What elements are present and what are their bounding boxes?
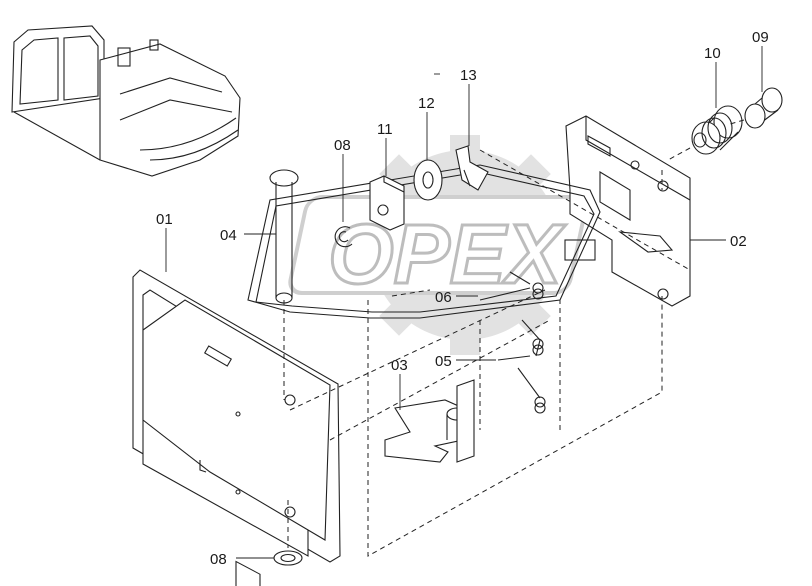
label-part-05: 05 bbox=[435, 353, 452, 370]
watermark-text: OPEX bbox=[328, 207, 566, 301]
watermark-logo: OPEX bbox=[288, 135, 588, 355]
label-part-12: 12 bbox=[418, 95, 435, 112]
label-part-01: 01 bbox=[156, 211, 173, 228]
part-09-key bbox=[729, 87, 783, 129]
part-05-spring bbox=[497, 319, 546, 414]
part-04-pin bbox=[269, 169, 299, 400]
label-part-11: 11 bbox=[377, 121, 393, 138]
label-part-09: 09 bbox=[752, 29, 769, 46]
excavator-icon bbox=[11, 25, 241, 177]
part-03-latch bbox=[384, 379, 475, 463]
label-part-08-top: 08 bbox=[334, 137, 351, 154]
part-13-clip bbox=[455, 145, 489, 191]
part-08-ering-top bbox=[334, 226, 353, 248]
part-labels: 01 02 03 04 05 06 08 08 09 10 11 12 13 bbox=[156, 29, 769, 568]
part-10-cylinder bbox=[667, 105, 743, 161]
label-part-13: 13 bbox=[460, 67, 477, 84]
assembly-lines bbox=[289, 149, 691, 557]
label-part-10: 10 bbox=[704, 45, 721, 62]
part-06-spring bbox=[479, 271, 544, 301]
label-part-08-bottom: 08 bbox=[210, 551, 227, 568]
leader-lines bbox=[165, 46, 763, 559]
watermark-frame bbox=[288, 195, 588, 295]
part-12-washer bbox=[413, 159, 443, 201]
part-01-plate bbox=[132, 269, 341, 586]
label-part-03: 03 bbox=[391, 357, 408, 374]
part-11-spacer bbox=[369, 175, 405, 231]
label-part-06: 06 bbox=[435, 289, 452, 306]
part-02-bracket bbox=[564, 115, 691, 307]
label-part-02: 02 bbox=[730, 233, 747, 250]
label-part-04: 04 bbox=[220, 227, 237, 244]
